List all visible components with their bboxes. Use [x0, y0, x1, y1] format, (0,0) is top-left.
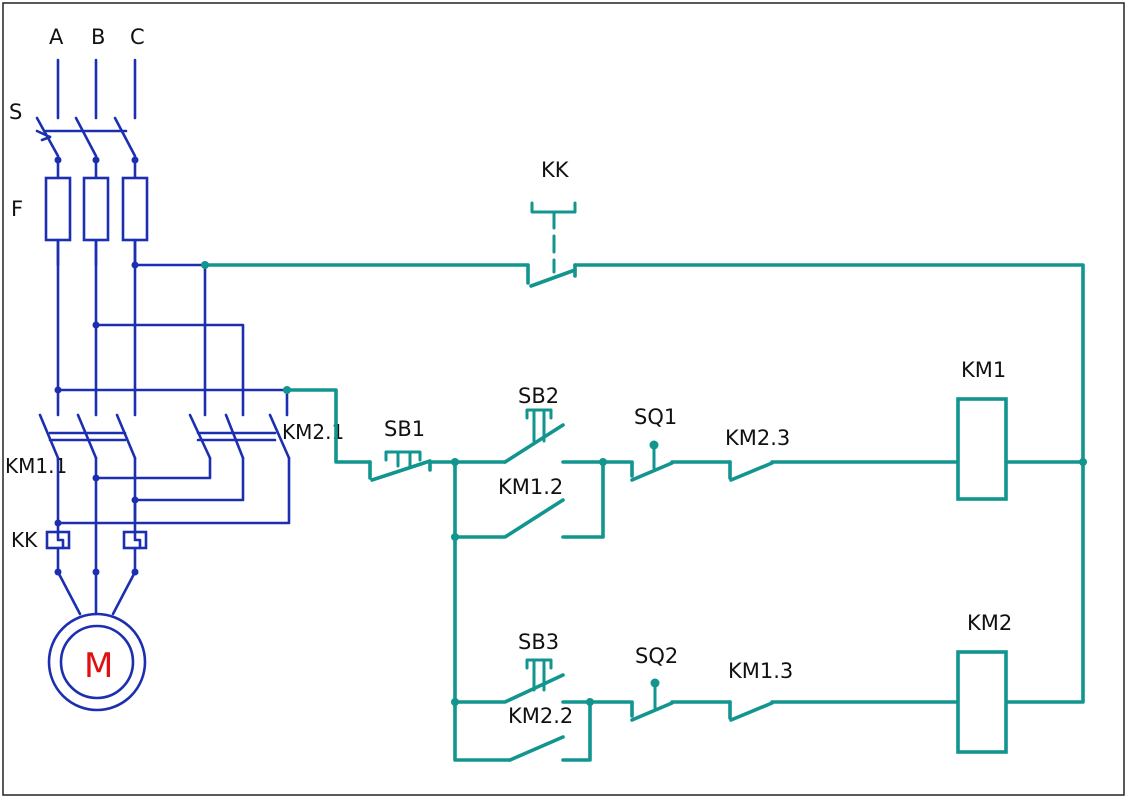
km1-3-label: KM1.3: [728, 659, 793, 683]
control-feed-wire: [285, 388, 372, 464]
phase-c-tap: [133, 263, 207, 417]
main-switch: [35, 116, 139, 164]
km1-2-label: KM1.2: [498, 475, 563, 499]
power-circuit: A B C S F: [5, 25, 344, 712]
control-left-bus: [453, 460, 512, 762]
motor: M: [47, 570, 147, 712]
km1-3-interlock-contact: [728, 700, 774, 722]
sb1-stop-button: [368, 450, 432, 482]
sb2-forward-button: [503, 408, 565, 464]
thermal-relay-label: KK: [11, 528, 38, 552]
phase-c-label: C: [130, 25, 145, 49]
km1-2-hold-contact: [453, 460, 605, 539]
sq1-limit-switch: [630, 440, 674, 482]
km1-1-contactor: [38, 413, 137, 572]
motor-label: M: [84, 646, 113, 686]
kk-contact-label: KK: [541, 158, 570, 182]
sb3-label: SB3: [518, 630, 559, 654]
sb3-reverse-button: [453, 658, 565, 704]
km2-2-hold-contact: [508, 700, 592, 762]
sb2-label: SB2: [518, 384, 559, 408]
sq2-label: SQ2: [635, 644, 678, 668]
phase-b-label: B: [91, 25, 105, 49]
km2-1-contactor: [54, 388, 291, 527]
switch-label: S: [9, 100, 22, 124]
fuses-label: F: [11, 197, 23, 221]
kk-normally-closed-contact: [526, 201, 577, 288]
km2-coil-label: KM2: [967, 611, 1012, 635]
km2-3-label: KM2.3: [725, 426, 790, 450]
km1-coil: [956, 397, 1008, 501]
sq2-limit-switch: [630, 678, 674, 722]
sq1-label: SQ1: [634, 405, 677, 429]
control-circuit: KK SB1 SB2: [201, 158, 1087, 762]
phase-b-tap: [94, 323, 245, 417]
control-top-wire-right: [573, 263, 1085, 704]
km2-3-interlock-contact: [728, 460, 774, 482]
sb1-label: SB1: [384, 417, 425, 441]
km1-coil-label: KM1: [961, 358, 1006, 382]
km2-2-label: KM2.2: [508, 704, 573, 728]
km2-1-label: KM2.1: [282, 420, 344, 444]
phase-a-label: A: [49, 25, 64, 49]
km2-coil: [956, 650, 1008, 754]
